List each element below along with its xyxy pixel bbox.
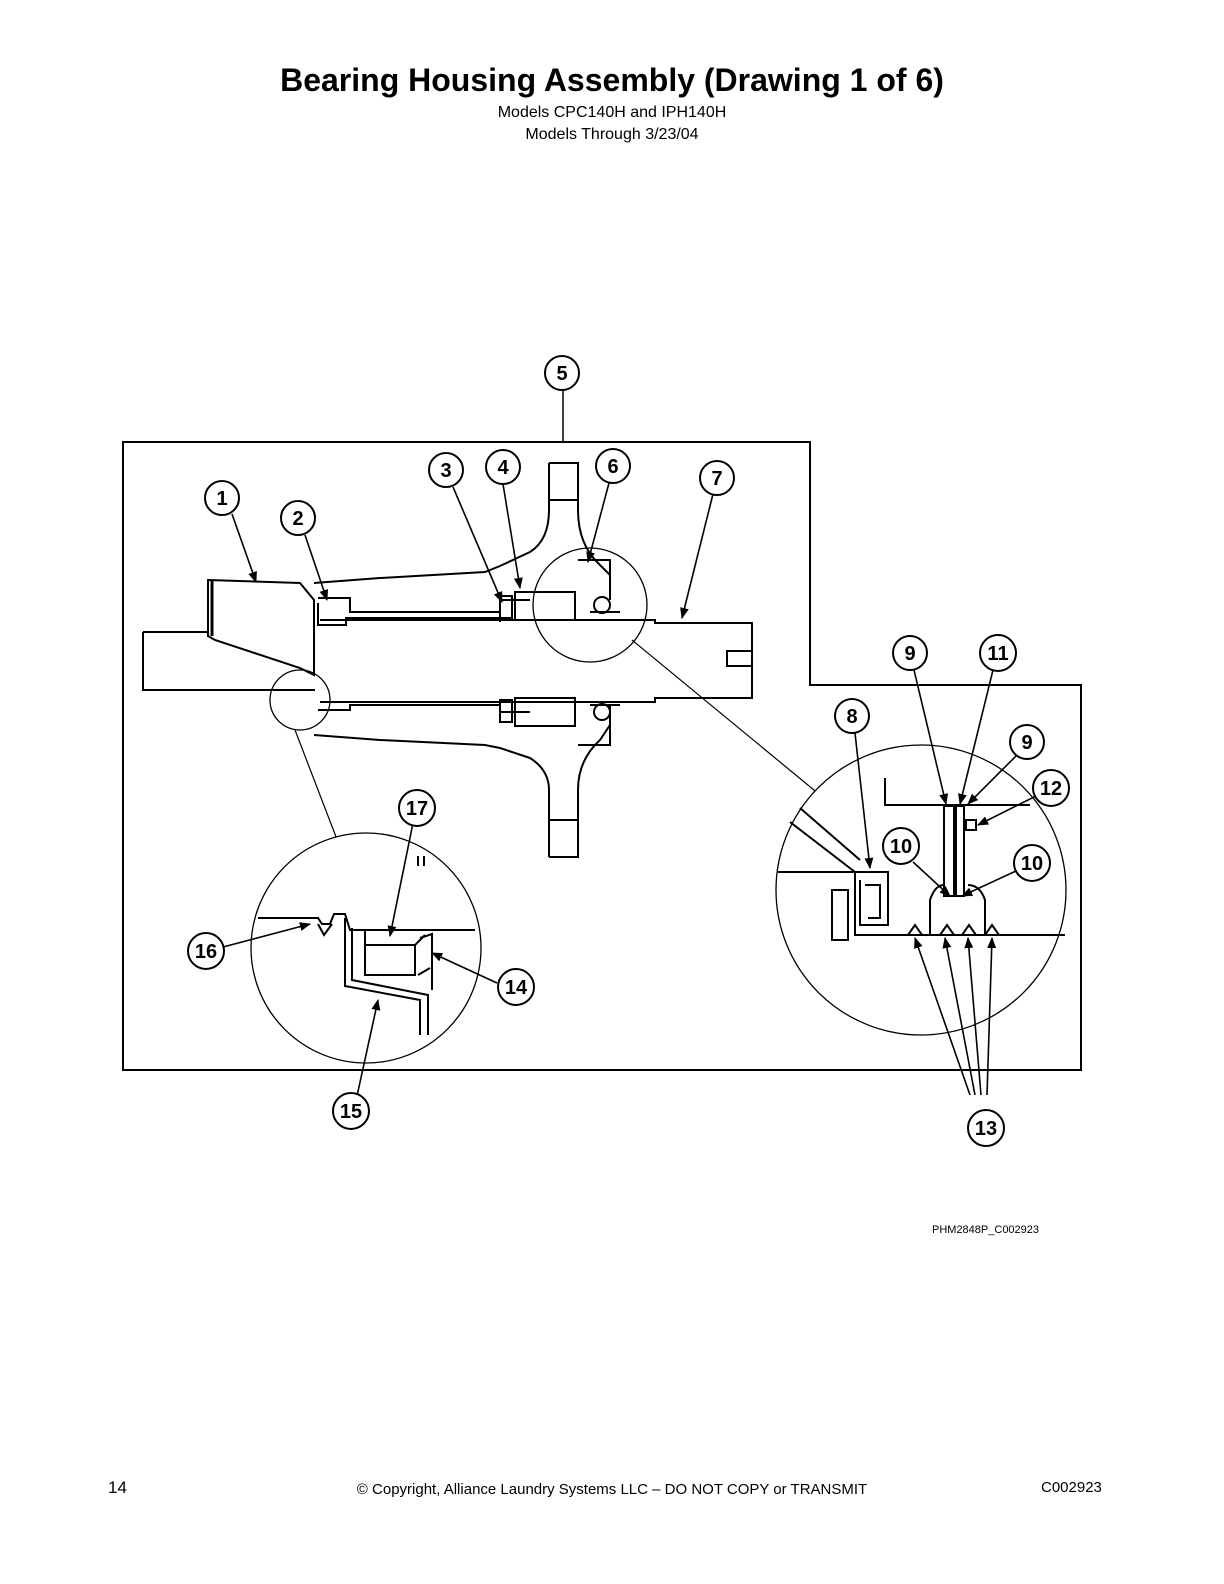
flange-bottom <box>529 724 611 858</box>
page-number: 14 <box>108 1478 127 1497</box>
callout-5: 5 <box>544 355 580 391</box>
callout-17: 17 <box>398 789 436 827</box>
right-detail-circle <box>775 744 1067 1036</box>
callout-label: 9 <box>1021 732 1032 754</box>
document-id: C002923 <box>1041 1479 1102 1496</box>
callout-4: 4 <box>485 449 521 485</box>
callout-16: 16 <box>187 932 225 970</box>
callout-label: 6 <box>607 456 618 478</box>
callout-8: 8 <box>834 698 870 734</box>
detail-circle-small <box>269 669 331 731</box>
housing-bottom <box>313 734 531 759</box>
copyright-notice: © Copyright, Alliance Laundry Systems LL… <box>356 1481 868 1498</box>
callout-label: 10 <box>890 836 912 858</box>
left-detail-parts <box>258 856 475 1035</box>
callout-label: 16 <box>195 941 217 963</box>
callout-12: 12 <box>1032 769 1070 807</box>
callout-label: 11 <box>987 643 1008 665</box>
callout-10: 10 <box>882 827 920 865</box>
flange-top <box>529 462 611 576</box>
drawing-frame <box>122 441 1082 1071</box>
callout-6: 6 <box>595 448 631 484</box>
callout-label: 15 <box>340 1101 362 1123</box>
callout-label: 8 <box>846 706 857 728</box>
leader-arrows <box>222 482 1039 1097</box>
callout-label: 13 <box>975 1118 997 1140</box>
drawing-code: PHM2848P_C002923 <box>932 1224 1040 1236</box>
callout-label: 7 <box>711 468 722 490</box>
shaft-keyway <box>726 650 753 667</box>
models-subtitle: Models CPC140H and IPH140H <box>497 104 727 121</box>
callout-10b: 10 <box>1013 844 1051 882</box>
callout-label: 4 <box>497 457 509 479</box>
page-title: Bearing Housing Assembly (Drawing 1 of 6… <box>280 62 944 98</box>
callout-14: 14 <box>497 968 535 1006</box>
shaft-assembly <box>142 462 753 858</box>
callout-9b: 9 <box>1009 724 1045 760</box>
callout-label: 10 <box>1021 853 1043 875</box>
callout-label: 12 <box>1040 778 1062 800</box>
callout-15: 15 <box>332 1092 370 1130</box>
callouts: 1 2 3 4 5 6 7 8 9 9 10 10 11 12 13 14 15… <box>187 355 1070 1147</box>
detail-circle-top <box>532 547 648 663</box>
callout-label: 5 <box>556 363 567 385</box>
callout-1: 1 <box>204 480 240 516</box>
callout-3: 3 <box>428 452 464 488</box>
callout-label: 17 <box>406 798 428 820</box>
hub <box>207 578 315 677</box>
callout-label: 3 <box>440 460 451 482</box>
callout-label: 2 <box>292 508 303 530</box>
callout-7: 7 <box>699 460 735 496</box>
callout-13: 13 <box>967 1109 1005 1147</box>
callout-label: 9 <box>904 643 915 665</box>
callout-9: 9 <box>892 635 928 671</box>
callout-2: 2 <box>280 500 316 536</box>
date-subtitle: Models Through 3/23/04 <box>525 126 699 143</box>
callout-label: 1 <box>216 488 227 510</box>
callout-11: 11 <box>979 634 1017 672</box>
housing-top <box>313 551 531 584</box>
callout-label: 14 <box>505 977 528 999</box>
